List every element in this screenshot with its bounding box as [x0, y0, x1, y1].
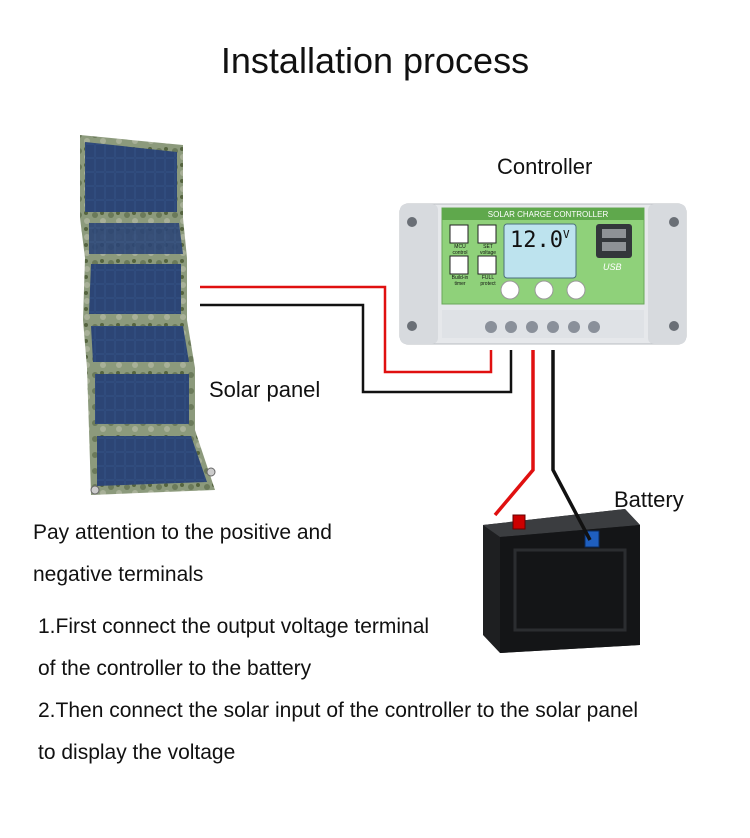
mcu-label: MCU control — [452, 244, 468, 256]
negative-battery-wire — [551, 350, 592, 541]
controller-label: Controller — [497, 154, 593, 179]
battery-illustration — [483, 509, 640, 653]
voltage-value: 12.0 — [510, 228, 563, 253]
battery-label: Battery — [614, 487, 684, 512]
set-label: SET voltage — [479, 244, 497, 256]
positive-battery-wire — [493, 350, 535, 517]
protect-label: FULL protect — [480, 275, 496, 287]
negative-solar-wire — [200, 303, 513, 394]
usb-label: USB — [603, 262, 622, 272]
page-title: Installation process — [220, 40, 530, 81]
step-2-line-1: 2.Then connect the solar input of the co… — [38, 699, 639, 722]
solar-panel-label: Solar panel — [209, 377, 321, 402]
attention-line-1: Pay attention to the positive and — [33, 521, 332, 544]
controller-voltage-readout: 12.0V — [510, 228, 570, 253]
controller-header: SOLAR CHARGE CONTROLLER — [487, 210, 609, 219]
solar-panel-illustration — [80, 135, 216, 495]
timer-label: Build-in timer — [451, 275, 469, 287]
step-1-line-2: of the controller to the battery — [38, 657, 312, 680]
step-1-line-1: 1.First connect the output voltage termi… — [38, 615, 430, 638]
controller-body — [399, 203, 687, 345]
attention-line-2: negative terminals — [33, 563, 204, 586]
voltage-unit: V — [562, 228, 570, 241]
charge-controller: SOLAR CHARGE CONTROLLER 12.0V MCU contro… — [398, 200, 688, 350]
positive-solar-wire — [200, 285, 493, 374]
step-2-line-2: to display the voltage — [38, 741, 236, 764]
attention-note: Pay attention to the positive and negati… — [33, 512, 453, 596]
steps: 1.First connect the output voltage termi… — [38, 606, 738, 774]
